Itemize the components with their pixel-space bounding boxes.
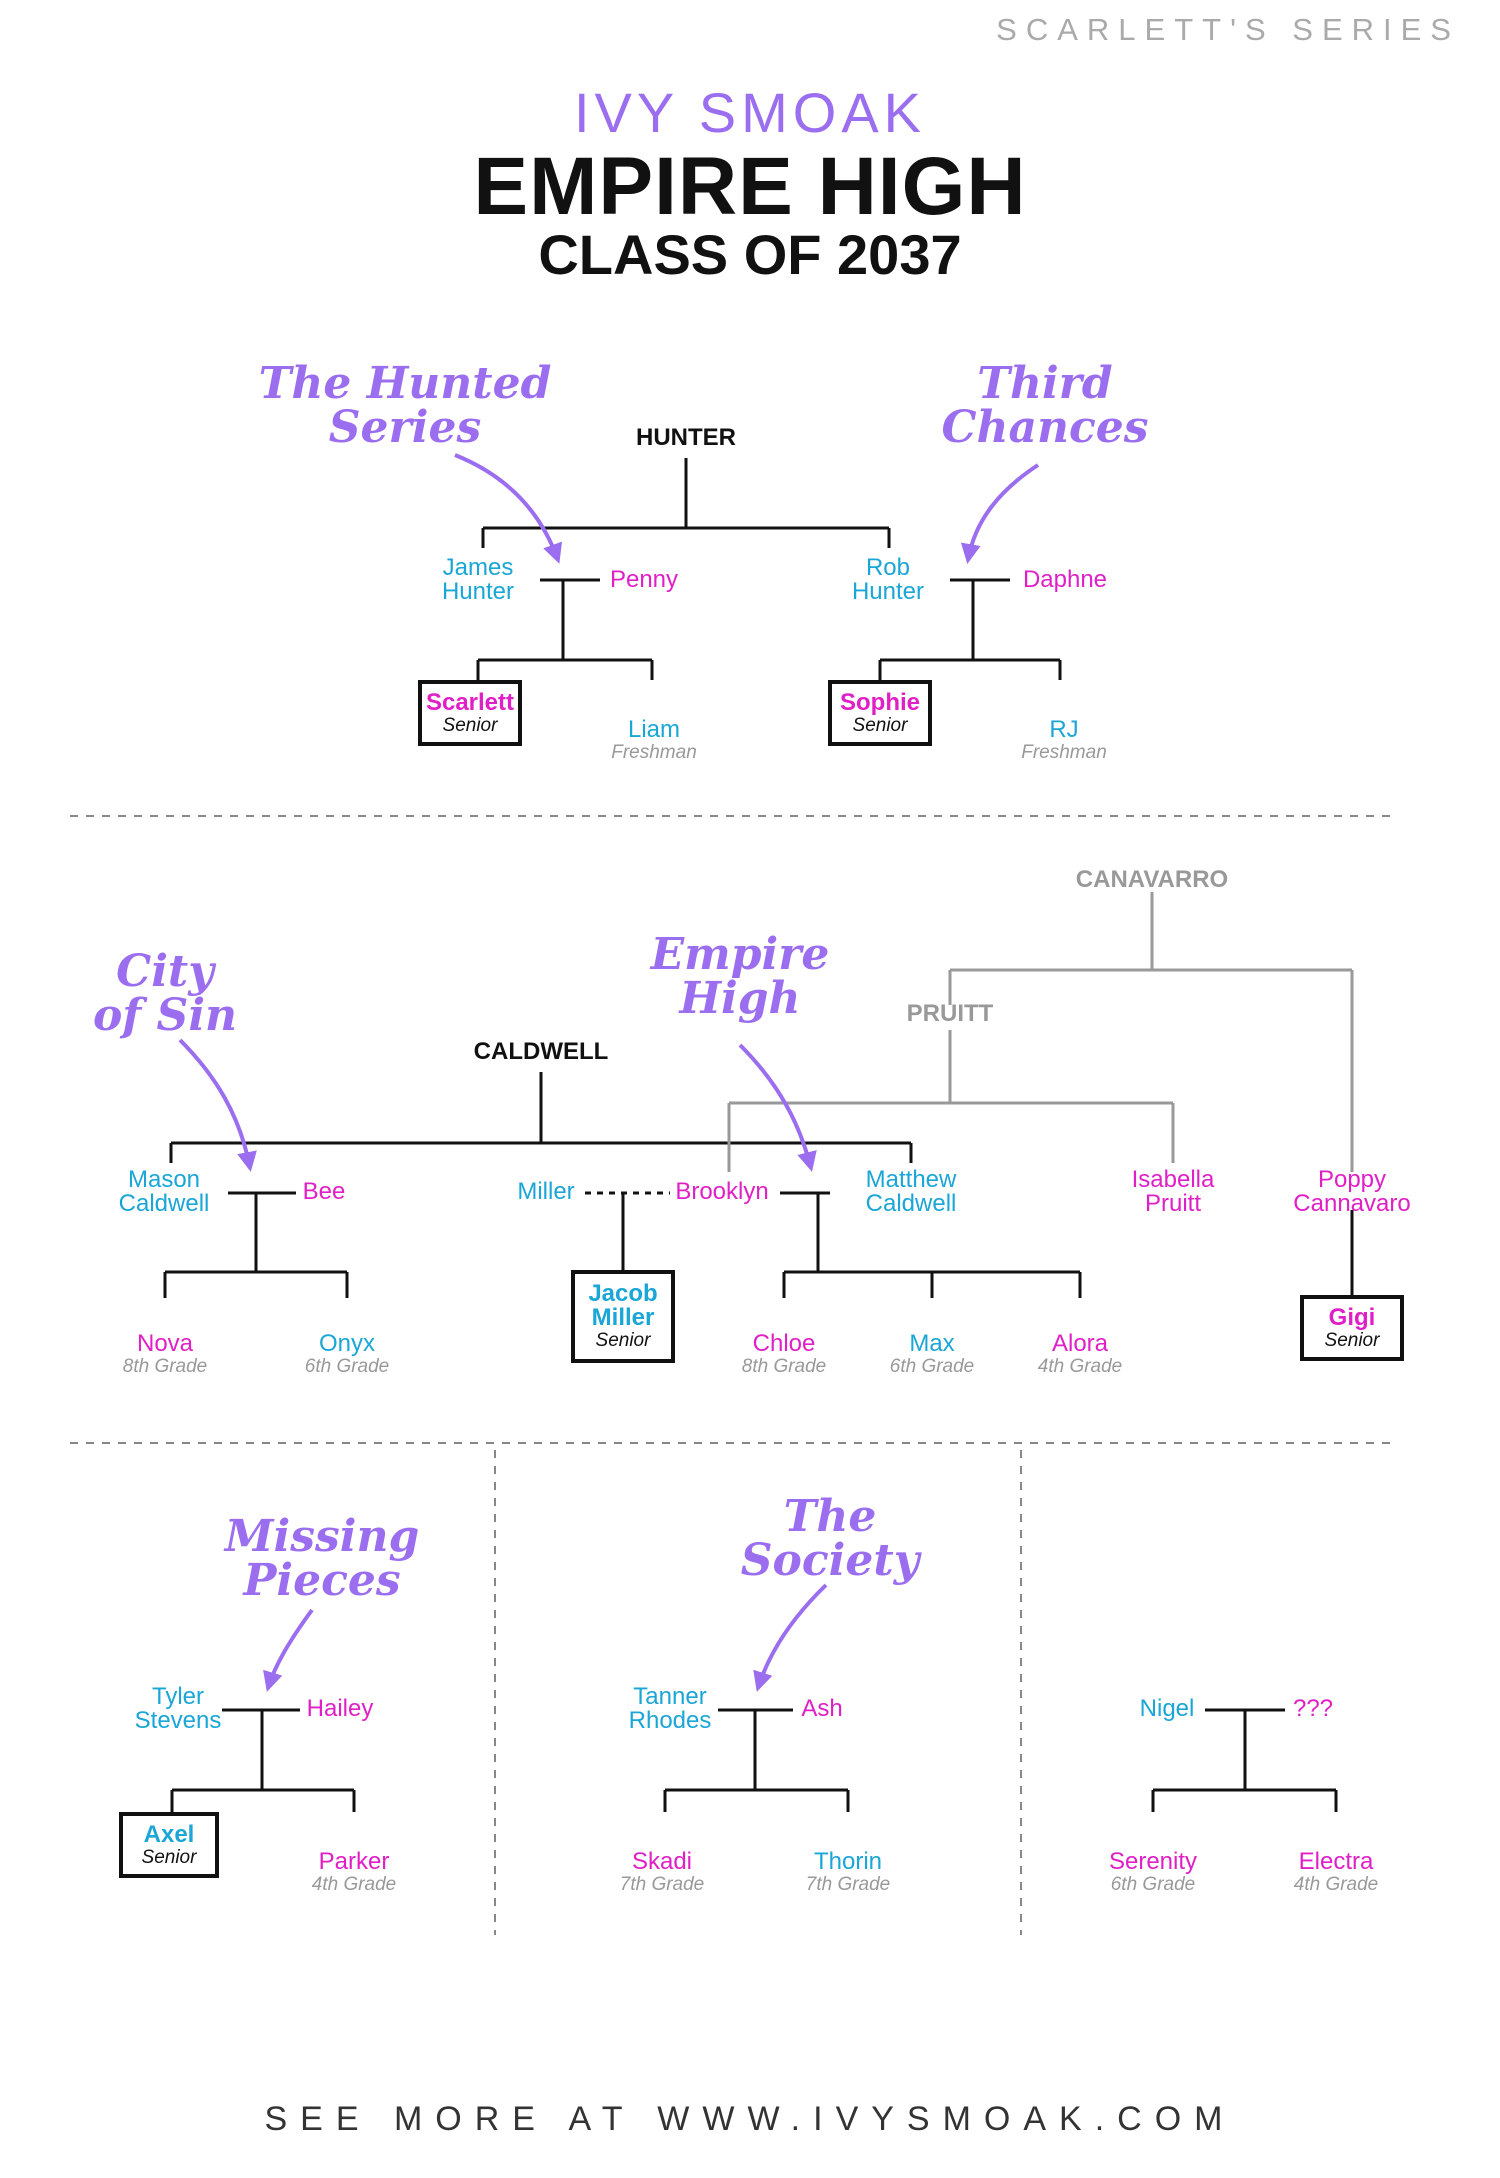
person-nigel: Nigel	[1139, 1695, 1195, 1722]
person-electra: Electra 4th Grade	[1293, 1848, 1379, 1896]
person-sophie: Sophie	[839, 688, 920, 716]
canavarro-tree	[727, 892, 1354, 1172]
senior-box-sophie: Sophie Senior	[828, 680, 932, 746]
person-rj: RJ Freshman	[1021, 716, 1107, 764]
senior-box-axel: Axel Senior	[119, 1812, 219, 1878]
family-pruitt: PRUITT	[906, 1000, 994, 1027]
grade-thorin: 7th Grade	[805, 1874, 891, 1895]
author-name: IVY SMOAK	[573, 81, 927, 144]
person-alora: Alora 4th Grade	[1037, 1330, 1123, 1378]
grade-rj: Freshman	[1021, 742, 1107, 763]
grade-serenity: 6th Grade	[1110, 1874, 1196, 1895]
annotation-third-chances: Third Chances	[941, 358, 1149, 453]
grade-parker: 4th Grade	[311, 1874, 397, 1895]
person-hailey: Hailey	[306, 1695, 374, 1722]
person-ash: Ash	[801, 1695, 843, 1722]
grade-electra: 4th Grade	[1293, 1874, 1379, 1895]
person-liam: Liam Freshman	[611, 716, 697, 764]
annotation-empire-high: Empire High	[650, 929, 830, 1024]
grade-jacob: Senior	[595, 1330, 651, 1351]
person-jacob-miller: Jacob Miller	[588, 1280, 658, 1331]
stevens-tree	[170, 1708, 356, 1812]
person-rob-hunter: Rob Hunter	[851, 554, 925, 605]
grade-max: 6th Grade	[889, 1356, 975, 1377]
grade-liam: Freshman	[611, 742, 697, 763]
grade-onyx: 6th Grade	[304, 1356, 390, 1377]
annotation-hunted-series: The Hunted Series	[258, 358, 552, 453]
arrow-society	[753, 1583, 828, 1692]
person-gigi: Gigi	[1328, 1303, 1376, 1331]
person-penny: Penny	[609, 566, 679, 593]
person-max: Max 6th Grade	[889, 1330, 975, 1378]
arrow-third	[960, 463, 1040, 564]
person-skadi: Skadi 7th Grade	[619, 1848, 705, 1896]
person-serenity: Serenity 6th Grade	[1108, 1848, 1198, 1896]
person-onyx: Onyx 6th Grade	[304, 1330, 390, 1378]
caldwell-tree	[163, 1072, 1354, 1298]
person-brooklyn: Brooklyn	[675, 1178, 769, 1205]
person-thorin: Thorin 7th Grade	[805, 1848, 891, 1896]
section-divider	[70, 815, 1395, 1935]
arrow-empire	[738, 1043, 817, 1172]
senior-box-gigi: Gigi Senior	[1300, 1295, 1404, 1361]
person-bee: Bee	[302, 1178, 346, 1205]
person-unknown: ???	[1292, 1695, 1334, 1722]
person-matthew-caldwell: Matthew Caldwell	[865, 1166, 957, 1217]
serenity-tree	[1151, 1708, 1338, 1812]
annotation-city-of-sin: City of Sin	[92, 946, 238, 1041]
arrow-missing	[263, 1608, 314, 1692]
rhodes-tree	[663, 1708, 850, 1812]
person-poppy-cannavaro: Poppy Cannavaro	[1293, 1166, 1411, 1217]
page-subtitle: CLASS OF 2037	[538, 223, 962, 286]
person-mason-caldwell: Mason Caldwell	[118, 1166, 210, 1217]
annotation-the-society: The Society	[740, 1491, 920, 1586]
family-canavarro: CANAVARRO	[1075, 866, 1229, 893]
family-caldwell: CALDWELL	[473, 1038, 609, 1065]
grade-alora: 4th Grade	[1037, 1356, 1123, 1377]
grade-axel: Senior	[141, 1846, 197, 1868]
person-miller: Miller	[517, 1178, 575, 1205]
person-axel: Axel	[143, 1820, 195, 1848]
page-title: EMPIRE HIGH	[473, 141, 1027, 232]
person-parker: Parker 4th Grade	[311, 1848, 397, 1896]
series-tag: SCARLETT'S SERIES	[996, 12, 1460, 47]
grade-chloe: 8th Grade	[741, 1356, 827, 1377]
senior-box-jacob: Jacob Miller Senior	[571, 1270, 675, 1363]
person-tyler-stevens: Tyler Stevens	[134, 1683, 222, 1734]
senior-box-scarlett: Scarlett Senior	[418, 680, 522, 746]
person-tanner-rhodes: Tanner Rhodes	[628, 1683, 712, 1734]
grade-nova: 8th Grade	[122, 1356, 208, 1377]
person-isabella-pruitt: Isabella Pruitt	[1131, 1166, 1215, 1217]
grade-skadi: 7th Grade	[619, 1874, 705, 1895]
grade-scarlett: Senior	[442, 714, 498, 736]
grade-gigi: Senior	[1324, 1329, 1380, 1351]
person-nova: Nova 8th Grade	[122, 1330, 208, 1378]
person-chloe: Chloe 8th Grade	[741, 1330, 827, 1378]
person-james-hunter: James Hunter	[441, 554, 515, 605]
footer-link[interactable]: SEE MORE AT WWW.IVYSMOAK.COM	[264, 2100, 1236, 2138]
annotation-missing-pieces: Missing Pieces	[224, 1511, 420, 1606]
hunter-tree	[476, 458, 1062, 680]
grade-sophie: Senior	[852, 714, 908, 736]
family-hunter: HUNTER	[636, 424, 736, 451]
arrow-city	[178, 1038, 257, 1172]
person-daphne: Daphne	[1022, 566, 1108, 593]
person-scarlett: Scarlett	[425, 688, 515, 716]
arrow-hunted	[454, 453, 562, 564]
